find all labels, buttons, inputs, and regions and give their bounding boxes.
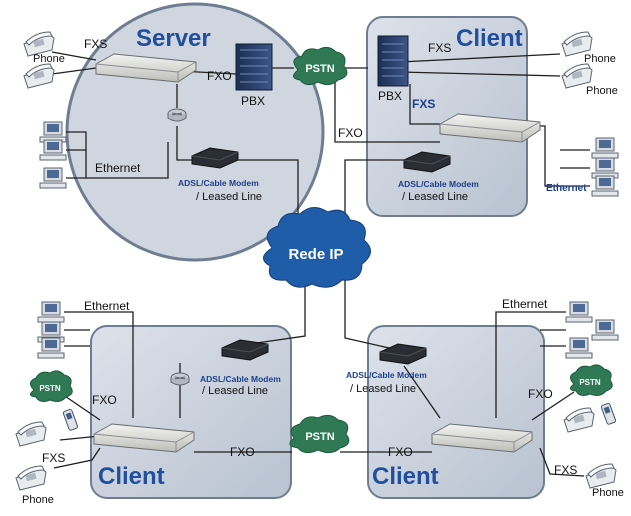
fxo-label: FXO (230, 445, 255, 459)
computer-icon (591, 137, 619, 159)
leased-line-label: / Leased Line (196, 191, 262, 203)
phone-label: Phone (586, 85, 618, 97)
phone-label: Phone (33, 53, 65, 65)
phone-icon (15, 465, 47, 491)
pstn-label-bottom-center: PSTN (305, 431, 334, 443)
pstn-label-bottom-left: PSTN (39, 384, 61, 393)
pstn-cloud-top: PSTN (293, 46, 348, 86)
pstn-label-top: PSTN (305, 63, 334, 75)
ip-network-label: Rede IP (288, 246, 343, 263)
router-icon (167, 108, 187, 122)
fxs-label: FXS (554, 463, 577, 477)
fxs-label: FXS (42, 451, 65, 465)
pstn-cloud-bottom-left: PSTN (30, 370, 73, 402)
phone-icon (585, 463, 617, 489)
phone-label: Phone (22, 494, 54, 506)
client-title-top-right: Client (456, 25, 523, 52)
computer-icon (39, 139, 67, 161)
network-links (51, 51, 590, 477)
computer-icon (39, 121, 67, 143)
computer-icon (565, 337, 593, 359)
mobile-phone-icon (600, 402, 617, 426)
leased-line-label: / Leased Line (402, 191, 468, 203)
fxo-label: FXO (92, 393, 117, 407)
router-icon (170, 372, 190, 386)
client-site-area-bottom-left (90, 325, 292, 499)
computer-icon (591, 157, 619, 179)
fxo-label: FXO (528, 387, 553, 401)
fxs-label: FXS (428, 41, 451, 55)
ip-network-cloud: Rede IP (263, 207, 371, 288)
pbx-icon (377, 35, 409, 87)
modem-label: ADSL/Cable Modem (200, 374, 281, 384)
phone-label: Phone (592, 487, 624, 499)
computer-icon (591, 175, 619, 197)
client-title-bottom-left: Client (98, 463, 165, 490)
fxs-label: FXS (84, 37, 107, 51)
pbx-label: PBX (241, 94, 265, 108)
computer-icon (591, 319, 619, 341)
pstn-cloud-bottom-center: PSTN (289, 414, 350, 454)
ethernet-label: Ethernet (546, 183, 587, 194)
fxo-label: FXO (338, 126, 363, 140)
computer-icon (37, 301, 65, 323)
pstn-label-bottom-right: PSTN (579, 378, 601, 387)
ethernet-label: Ethernet (502, 297, 548, 311)
phone-icon (15, 421, 47, 447)
computer-icon (37, 337, 65, 359)
fxo-label: FXO (207, 69, 232, 83)
modem-label: ADSL/Cable Modem (398, 179, 479, 189)
leased-line-label: / Leased Line (350, 383, 416, 395)
mobile-phone-icon (62, 408, 79, 432)
ethernet-label: Ethernet (84, 299, 130, 313)
phone-icon (23, 63, 55, 89)
fxo-label: FXO (388, 445, 413, 459)
server-title: Server (136, 25, 211, 52)
modem-label: ADSL/Cable Modem (346, 370, 427, 380)
leased-line-label: / Leased Line (202, 385, 268, 397)
phone-icon (563, 407, 595, 433)
computer-icon (565, 301, 593, 323)
modem-label: ADSL/Cable Modem (178, 178, 259, 188)
ethernet-label: Ethernet (95, 161, 141, 175)
phone-label: Phone (584, 53, 616, 65)
pbx-icon (235, 43, 273, 91)
pbx-label: PBX (378, 89, 402, 103)
client-title-bottom-right: Client (372, 463, 439, 490)
pstn-cloud-bottom-right: PSTN (570, 364, 613, 396)
fxs-label: FXS (412, 97, 435, 111)
computer-icon (39, 167, 67, 189)
